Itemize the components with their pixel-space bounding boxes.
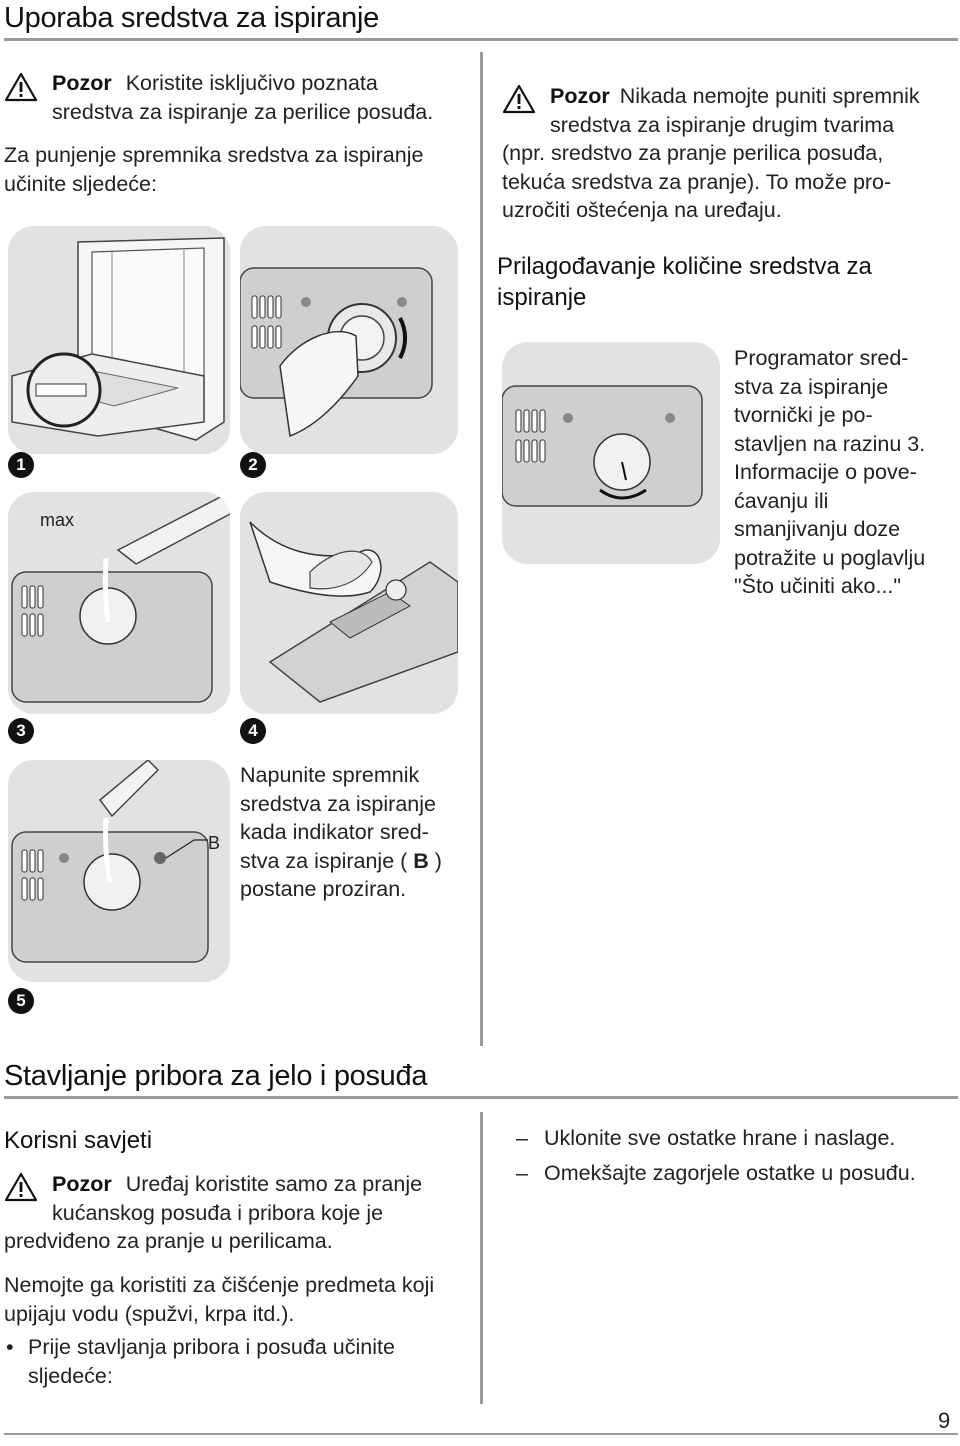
illustration-indicator — [8, 760, 230, 982]
section-title-loading: Stavljanje pribora za jelo i posuđa — [4, 1060, 428, 1092]
section-title-rinse-aid: Uporaba sredstva za ispiranje — [4, 2, 379, 34]
warning-icon — [4, 72, 38, 102]
footer-rule — [4, 1433, 958, 1435]
illustration-turn-cap — [240, 226, 458, 454]
step-number-1: 1 — [8, 452, 34, 478]
step-number-5: 5 — [8, 988, 34, 1014]
step-number-2: 2 — [240, 452, 266, 478]
warning-text-3-cont: predviđeno za pranje u perilicama. — [4, 1229, 333, 1253]
warning-title: Pozor — [550, 84, 610, 108]
warning-icon — [4, 1172, 38, 1202]
warning-title: Pozor — [52, 1172, 112, 1196]
usage-note: Nemojte ga koristiti za čišćenje predmet… — [4, 1273, 435, 1326]
indicator-label: B — [208, 833, 221, 853]
illustration-wipe-spill — [240, 492, 458, 714]
max-label: max — [40, 510, 75, 530]
section-rule — [4, 1096, 958, 1099]
warning-text-3: Pozor Uređaj koristite samo za pranje ku… — [52, 1172, 423, 1225]
warning-text-2: Pozor Nikada nemojte puniti spremnik sre… — [550, 84, 920, 137]
page-number: 9 — [938, 1408, 951, 1433]
intro-text: Za punjenje spremnika sredstva za ispira… — [4, 143, 424, 196]
step5-text: Napunite spremnik sredstva za ispiranje … — [240, 763, 442, 901]
illustration-dishwasher — [8, 226, 230, 454]
step-number-3: 3 — [8, 718, 34, 744]
prep-list: Uklonite sve ostatke hrane i naslage. Om… — [516, 1124, 956, 1193]
subsection-title-tips: Korisni savjeti — [4, 1127, 153, 1154]
step-number-4: 4 — [240, 718, 266, 744]
section-rule — [4, 38, 958, 41]
column-divider — [480, 52, 483, 1046]
warning-text-1: Pozor Koristite isključivo poznata sreds… — [52, 71, 434, 124]
illustration-dial-setting — [502, 342, 720, 564]
list-item: Uklonite sve ostatke hrane i naslage. — [516, 1124, 956, 1153]
warning-text-2-cont: (npr. sredstvo za pranje perilica posuđa… — [502, 141, 892, 222]
warning-icon — [502, 84, 536, 114]
warning-title: Pozor — [52, 71, 112, 95]
bullet-prepare: Prije stavljanja pribora i posuđa učinit… — [6, 1333, 498, 1390]
list-item: Omekšajte zagorjele ostatke u posuđu. — [516, 1159, 956, 1188]
adjust-text: Programator sred- stva za ispiranje tvor… — [734, 346, 926, 598]
illustration-pour-rinse-aid — [8, 492, 230, 714]
column-divider — [480, 1112, 483, 1404]
subsection-title-adjust: Prilagođavanje količine sredstva za ispi… — [497, 253, 872, 311]
